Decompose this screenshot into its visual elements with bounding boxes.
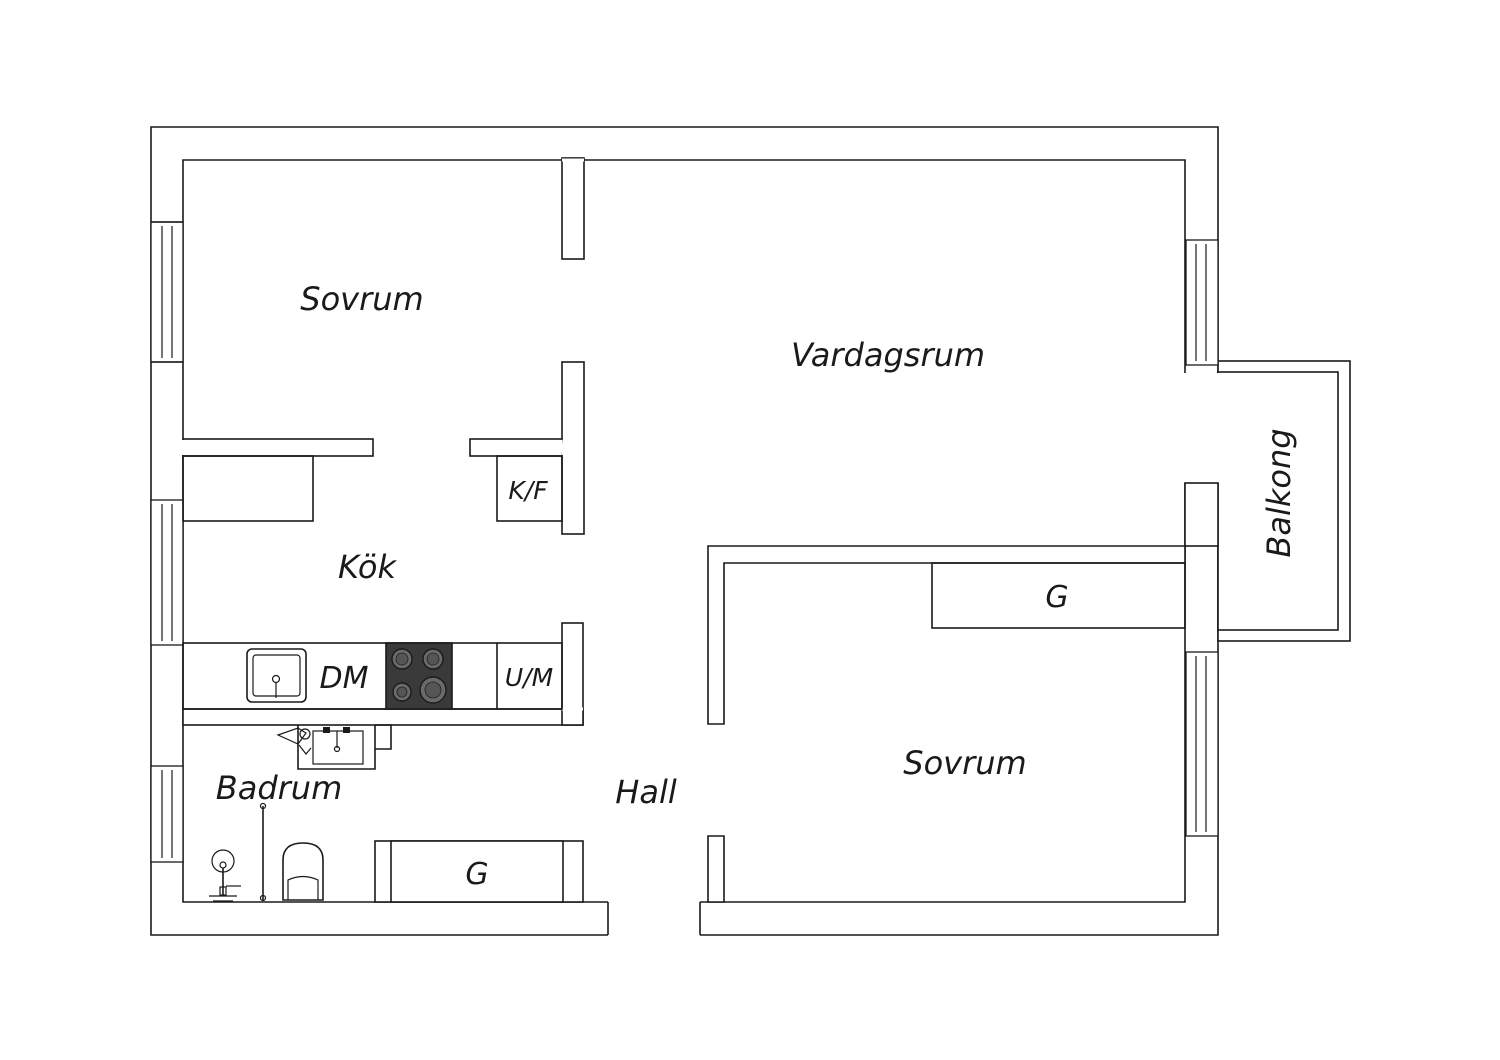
sink-icon xyxy=(246,648,307,703)
room-label-bathroom: Badrum xyxy=(216,769,342,807)
window-icon xyxy=(1185,239,1219,366)
kitchen-counter-lower xyxy=(182,642,563,710)
shower-icon xyxy=(209,802,267,902)
room-label-bedroom-right: Sovrum xyxy=(903,744,1026,782)
wardrobe-bedroom xyxy=(931,562,1186,629)
room-label-balcony: Balkong xyxy=(1260,428,1298,557)
fridge-freezer xyxy=(496,455,563,522)
dishwasher-label: DM xyxy=(320,661,369,696)
kitchen-counter-upper xyxy=(182,455,314,522)
oven-microwave-label: U/M xyxy=(505,663,553,692)
room-label-bedroom-top-left: Sovrum xyxy=(300,280,423,318)
stove-icon xyxy=(385,642,453,710)
room-label-hall: Hall xyxy=(615,773,677,811)
room-label-kitchen: Kök xyxy=(338,548,397,586)
window-icon xyxy=(150,221,184,363)
exterior-wall xyxy=(150,126,1219,936)
room-label-living-room: Vardagsrum xyxy=(791,336,985,374)
wardrobe-bedroom-label: G xyxy=(1045,580,1068,615)
wardrobe-hall-label: G xyxy=(465,857,488,892)
balcony xyxy=(1183,360,1351,642)
tap-icon xyxy=(276,727,312,755)
washbasin-icon xyxy=(297,724,392,770)
entrance-door-gap xyxy=(607,900,701,937)
interior-walls xyxy=(181,157,1219,903)
window-icon xyxy=(150,765,184,863)
window-icon xyxy=(150,499,184,646)
fridge-freezer-label: K/F xyxy=(508,476,548,505)
window-icon xyxy=(1185,651,1219,837)
toilet-icon xyxy=(282,842,324,901)
